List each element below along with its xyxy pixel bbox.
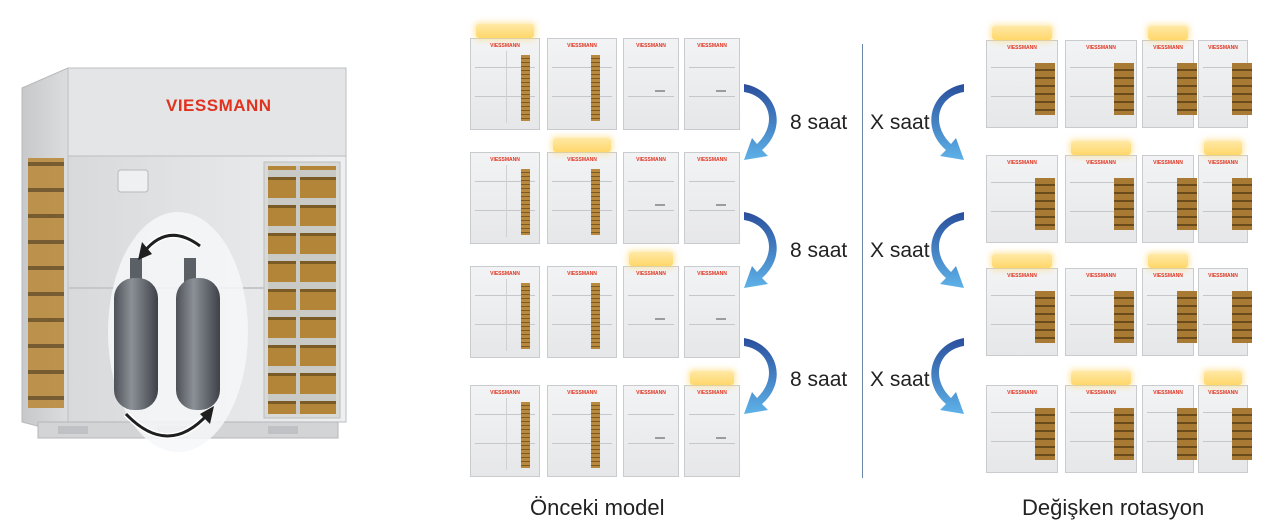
unit-brand: VIESSMANN <box>636 43 666 49</box>
unit-brand: VIESSMANN <box>490 390 520 396</box>
outdoor-unit-small: VIESSMANN <box>684 266 740 358</box>
left-step-label-3: 8 saat <box>790 368 848 391</box>
active-unit-glow <box>629 252 673 266</box>
active-unit-glow <box>476 24 534 38</box>
outdoor-unit-small: VIESSMANN <box>1142 385 1197 473</box>
compressor-cylinder-icon <box>114 258 220 410</box>
unit-brand: VIESSMANN <box>697 390 727 396</box>
unit-brand: VIESSMANN <box>1153 160 1183 166</box>
outdoor-unit-small: VIESSMANN <box>1065 40 1137 128</box>
unit-brand: VIESSMANN <box>1208 390 1238 396</box>
active-unit-glow <box>1204 141 1242 155</box>
outdoor-unit-small: VIESSMANN <box>470 266 540 358</box>
unit-brand: VIESSMANN <box>1086 160 1116 166</box>
outdoor-unit-small: VIESSMANN <box>470 152 540 244</box>
unit-brand: VIESSMANN <box>1153 45 1183 51</box>
outdoor-unit-small: VIESSMANN <box>684 152 740 244</box>
outdoor-unit-small: VIESSMANN <box>470 385 540 477</box>
unit-brand: VIESSMANN <box>490 157 520 163</box>
active-unit-glow <box>1071 141 1131 155</box>
outdoor-unit-small: VIESSMANN <box>623 266 679 358</box>
outdoor-unit-small: VIESSMANN <box>1065 155 1137 243</box>
unit-brand: VIESSMANN <box>697 43 727 49</box>
outdoor-unit-small: VIESSMANN <box>623 385 679 477</box>
outdoor-unit-small: VIESSMANN <box>986 385 1058 473</box>
active-unit-glow <box>1071 371 1131 385</box>
outdoor-unit-small: VIESSMANN <box>684 385 740 477</box>
unit-brand: VIESSMANN <box>490 271 520 277</box>
right-step-label-1: X saat <box>870 111 930 134</box>
unit-brand: VIESSMANN <box>697 157 727 163</box>
outdoor-unit-illustration: VIESSMANN <box>18 62 350 454</box>
unit-brand: VIESSMANN <box>567 390 597 396</box>
unit-brand: VIESSMANN <box>490 43 520 49</box>
left-caption: Önceki model <box>530 495 665 520</box>
unit-brand: VIESSMANN <box>1007 273 1037 279</box>
unit-brand: VIESSMANN <box>1086 273 1116 279</box>
unit-brand: VIESSMANN <box>1153 273 1183 279</box>
unit-brand: VIESSMANN <box>567 157 597 163</box>
active-unit-glow <box>992 26 1052 40</box>
outdoor-unit-small: VIESSMANN <box>1198 155 1252 243</box>
unit-brand: VIESSMANN <box>1153 390 1183 396</box>
curved-arrow-icon <box>931 212 964 288</box>
outdoor-unit-small: VIESSMANN <box>684 38 740 130</box>
outdoor-unit-small: VIESSMANN <box>986 40 1058 128</box>
unit-brand: VIESSMANN <box>697 271 727 277</box>
outdoor-unit-small: VIESSMANN <box>1198 268 1252 356</box>
outdoor-unit-small: VIESSMANN <box>1065 385 1137 473</box>
unit-brand: VIESSMANN <box>636 157 666 163</box>
outdoor-unit-small: VIESSMANN <box>1198 385 1252 473</box>
unit-brand: VIESSMANN <box>1007 45 1037 51</box>
active-unit-glow <box>690 371 734 385</box>
right-step-label-2: X saat <box>870 239 930 262</box>
left-step-label-1: 8 saat <box>790 111 848 134</box>
curved-arrow-icon <box>931 84 964 160</box>
left-step-label-2: 8 saat <box>790 239 848 262</box>
outdoor-unit-small: VIESSMANN <box>547 266 617 358</box>
outdoor-unit-small: VIESSMANN <box>547 38 617 130</box>
outdoor-unit-drawing <box>21 67 347 452</box>
active-unit-glow <box>992 254 1052 268</box>
outdoor-unit-small: VIESSMANN <box>1142 268 1197 356</box>
curved-arrow-icon <box>744 212 777 288</box>
curved-arrow-icon <box>931 338 964 414</box>
outdoor-unit-small: VIESSMANN <box>986 268 1058 356</box>
active-unit-glow <box>1148 254 1188 268</box>
unit-brand: VIESSMANN <box>567 271 597 277</box>
curved-arrow-icon <box>744 338 777 414</box>
right-caption: Değişken rotasyon <box>1022 495 1205 520</box>
curved-arrow-icon <box>744 84 777 160</box>
unit-brand: VIESSMANN <box>567 43 597 49</box>
outdoor-unit-small: VIESSMANN <box>1065 268 1137 356</box>
unit-brand: VIESSMANN <box>1007 390 1037 396</box>
outdoor-unit-small: VIESSMANN <box>986 155 1058 243</box>
outdoor-unit-small: VIESSMANN <box>1198 40 1252 128</box>
active-unit-glow <box>1148 26 1188 40</box>
unit-brand: VIESSMANN <box>1007 160 1037 166</box>
unit-brand: VIESSMANN <box>1208 273 1238 279</box>
brand-logo: VIESSMANN <box>166 96 272 115</box>
column-divider <box>862 44 863 478</box>
outdoor-unit-small: VIESSMANN <box>547 385 617 477</box>
outdoor-unit-small: VIESSMANN <box>623 152 679 244</box>
rotation-arrows-icon <box>123 232 214 439</box>
unit-brand: VIESSMANN <box>1086 45 1116 51</box>
active-unit-glow <box>1204 371 1242 385</box>
outdoor-unit-small: VIESSMANN <box>1142 40 1197 128</box>
unit-brand: VIESSMANN <box>1208 160 1238 166</box>
outdoor-unit-small: VIESSMANN <box>1142 155 1197 243</box>
outdoor-unit-small: VIESSMANN <box>623 38 679 130</box>
unit-brand: VIESSMANN <box>636 271 666 277</box>
unit-brand: VIESSMANN <box>636 390 666 396</box>
outdoor-unit-small: VIESSMANN <box>547 152 617 244</box>
outdoor-unit-small: VIESSMANN <box>470 38 540 130</box>
unit-brand: VIESSMANN <box>1086 390 1116 396</box>
unit-brand: VIESSMANN <box>1208 45 1238 51</box>
active-unit-glow <box>553 138 611 152</box>
right-step-label-3: X saat <box>870 368 930 391</box>
